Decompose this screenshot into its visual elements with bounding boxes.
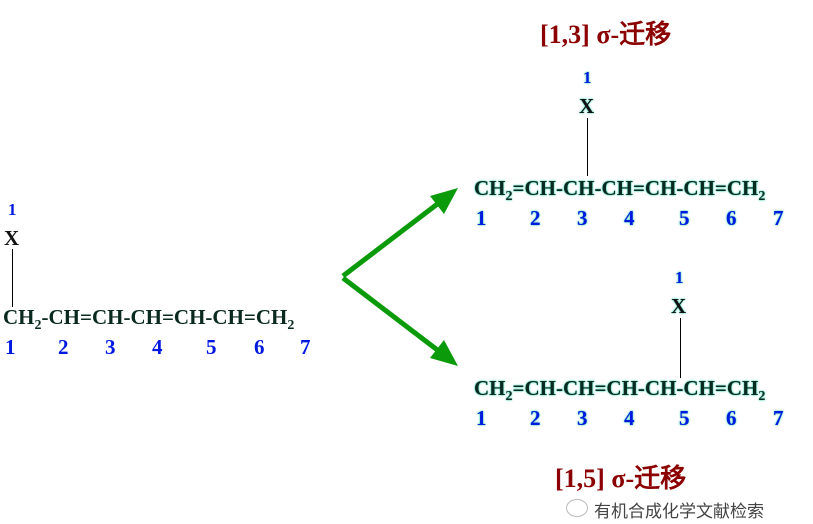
bottom-bond-line [680,318,681,378]
position-number: 2 [58,335,69,359]
left-substituent-label: 1 [8,200,17,219]
bottom-substituent-x: X [671,294,687,318]
position-number: 1 [476,406,487,430]
position-number: 2 [530,406,541,430]
position-number: 4 [624,406,635,430]
position-number: 5 [679,206,690,230]
left-substituent-x: X [4,226,20,250]
position-number: 6 [726,406,737,430]
title-1-3-shift: [1,3] σ-迁移 [540,20,672,49]
position-number: 3 [577,206,588,230]
top-chain: CH2=CH-CH-CH=CH-CH=CH2 [474,176,766,205]
position-number: 4 [152,335,163,359]
watermark: 有机合成化学文献检索 [594,502,764,522]
wechat-icon [566,499,588,517]
arrow-down [341,276,458,366]
position-number: 5 [206,335,217,359]
position-number: 3 [577,406,588,430]
position-number: 4 [624,206,635,230]
position-number: 5 [679,406,690,430]
top-substituent-x: X [579,94,595,118]
position-number: 7 [300,335,311,359]
position-number: 6 [726,206,737,230]
left-chain: CH2-CH=CH-CH=CH-CH=CH2 [3,305,295,334]
position-number: 7 [773,206,784,230]
top-substituent-label: 1 [583,68,592,87]
position-number: 6 [254,335,265,359]
title-1-5-shift: [1,5] σ-迁移 [555,464,687,493]
position-number: 1 [476,206,487,230]
top-bond-line [587,118,588,176]
bottom-chain: CH2=CH-CH=CH-CH-CH=CH2 [474,376,766,405]
arrow-up [341,188,458,278]
left-bond-line [12,249,13,307]
position-number: 3 [105,335,116,359]
position-number: 1 [5,335,16,359]
position-number: 7 [773,406,784,430]
position-number: 2 [530,206,541,230]
bottom-substituent-label: 1 [675,268,684,287]
